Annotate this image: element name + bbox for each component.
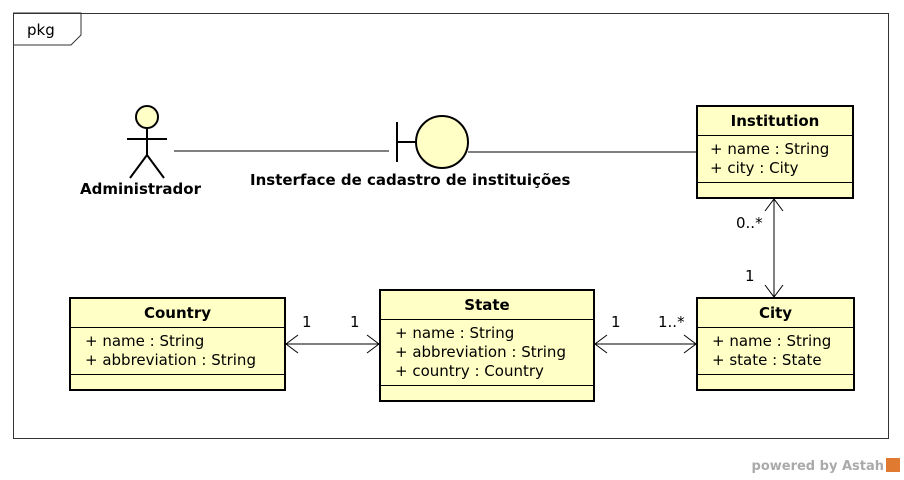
attribute: + country : Country (395, 362, 544, 380)
boundary-name: Insterface de cadastro de instituições (250, 171, 571, 189)
class-name: City (698, 299, 853, 328)
attribute: + abbreviation : String (395, 343, 566, 361)
multiplicity-state-end-city: 1 (611, 313, 621, 331)
class-name: Institution (698, 107, 852, 136)
multiplicity-country-end: 1 (302, 313, 312, 331)
powered-by-footer: powered by Astah (752, 458, 900, 474)
multiplicity-institution-end: 0..* (736, 214, 763, 232)
footer-text: powered by Astah (751, 459, 884, 474)
package-frame (13, 13, 889, 439)
multiplicity-city-end-state: 1..* (658, 313, 685, 331)
class-attributes: + name : String + state : State (698, 328, 853, 375)
attribute: + name : String (712, 332, 832, 350)
class-state[interactable]: State + name : String + abbreviation : S… (379, 289, 595, 402)
class-city[interactable]: City + name : String + state : State (696, 297, 855, 391)
class-country[interactable]: Country + name : String + abbreviation :… (69, 297, 286, 391)
attribute: + state : State (712, 351, 822, 369)
multiplicity-city-end-institution: 1 (745, 267, 755, 285)
class-attributes: + name : String + city : City (698, 136, 852, 183)
multiplicity-state-end-country: 1 (350, 313, 360, 331)
actor-name: Administrador (80, 180, 201, 198)
package-label: pkg (27, 21, 55, 39)
class-attributes: + name : String + abbreviation : String … (381, 320, 593, 386)
class-name: Country (71, 299, 284, 328)
attribute: + city : City (710, 159, 799, 177)
attribute: + name : String (85, 332, 205, 350)
actor-figure (127, 105, 167, 179)
class-name: State (381, 291, 593, 320)
class-institution[interactable]: Institution + name : String + city : Cit… (696, 105, 854, 199)
attribute: + name : String (710, 140, 830, 158)
class-attributes: + name : String + abbreviation : String (71, 328, 284, 375)
astah-logo-icon (886, 458, 900, 472)
attribute: + abbreviation : String (85, 351, 256, 369)
boundary-icon (396, 115, 469, 169)
attribute: + name : String (395, 324, 515, 342)
